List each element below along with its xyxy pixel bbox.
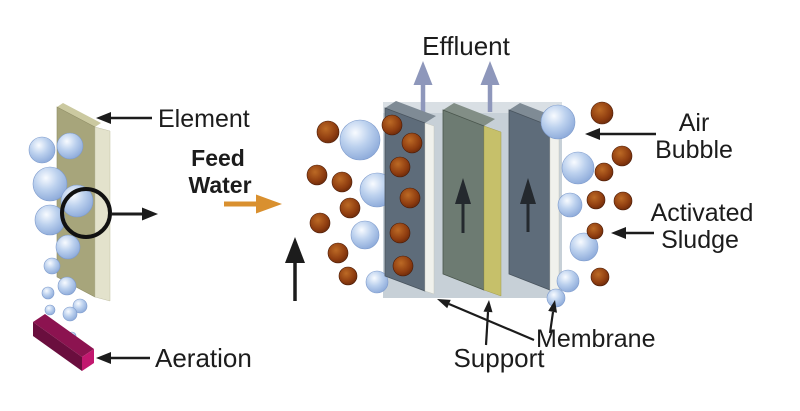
sludge-on-membrane: [381, 114, 423, 277]
mixed-liquor-bubbles: [339, 119, 395, 294]
sludge-particle: [586, 190, 606, 210]
feed-water-label-line2: Water: [188, 172, 251, 198]
air-bubble: [56, 132, 84, 160]
sludge-particle: [594, 162, 614, 182]
element-plate-edge: [94, 126, 111, 302]
right-side-sludge: [586, 101, 633, 287]
air-bubble-label-line1: Air: [679, 109, 710, 137]
mixed-liquor-sludge: [306, 120, 361, 286]
air-bubble: [62, 306, 78, 322]
air-bubble: [57, 276, 77, 296]
effluent-arrow-left: [413, 61, 433, 112]
membrane-strip-left: [424, 122, 435, 295]
upflow-arrow: [285, 237, 305, 301]
air-bubble: [546, 288, 566, 308]
air-bubble: [32, 166, 68, 202]
air-bubble: [556, 269, 580, 293]
element-label-arrow: [96, 112, 152, 124]
activated-sludge-label-arrow: [611, 227, 654, 239]
air-bubble-label-arrow: [585, 128, 656, 140]
air-bubble-label-line2: Bubble: [655, 136, 733, 164]
sludge-particle: [586, 222, 604, 240]
feed-water-label-line1: Feed: [191, 145, 245, 171]
air-bubble: [44, 304, 56, 316]
air-bubble: [540, 104, 576, 140]
air-bubble: [60, 184, 94, 218]
feed-water-arrow: [224, 194, 282, 214]
module-backing-top: [383, 102, 562, 113]
support-strip: [483, 125, 502, 297]
air-bubble: [28, 136, 56, 164]
right-side-bubbles: [540, 104, 599, 308]
air-bubble: [557, 192, 583, 218]
sludge-particle: [316, 120, 340, 144]
membrane-label: Membrane: [536, 325, 656, 353]
sludge-particle: [389, 222, 411, 244]
air-bubble: [561, 151, 595, 185]
panel-flow-arrow-right: [520, 178, 536, 232]
aeration-label: Aeration: [155, 343, 252, 373]
panel-middle-top: [443, 103, 495, 126]
support-label-arrow: [483, 300, 493, 346]
zoom-arrow: [111, 207, 158, 221]
sludge-particle: [331, 171, 353, 193]
membrane-label-arrow-left: [437, 299, 535, 342]
panel-flow-arrow-middle: [455, 178, 471, 233]
air-bubble: [41, 286, 55, 300]
air-bubble: [350, 220, 380, 250]
effluent-label: Effluent: [422, 31, 510, 61]
air-bubble: [43, 257, 61, 275]
sludge-particle: [327, 242, 349, 264]
sludge-particle: [611, 145, 633, 167]
activated-sludge-label-line2: Sludge: [661, 226, 739, 254]
sludge-particle: [389, 156, 411, 178]
sludge-particle: [309, 212, 331, 234]
support-label: Support: [453, 343, 545, 373]
aeration-bar-end: [82, 349, 94, 371]
sludge-particle: [306, 164, 328, 186]
membrane-label-arrow-right: [548, 300, 557, 334]
air-bubble: [55, 234, 81, 260]
sludge-particle: [401, 132, 423, 154]
element-bubbles: [28, 132, 94, 341]
effluent-arrow-right: [480, 61, 500, 112]
aeration-bar-side: [33, 322, 82, 371]
activated-sludge-label-line1: Activated: [651, 199, 754, 227]
air-bubble: [365, 270, 389, 294]
element-overview: [28, 103, 158, 371]
air-bubble: [569, 232, 599, 262]
sludge-particle: [339, 197, 361, 219]
sludge-particle: [338, 266, 358, 286]
sludge-particle: [381, 114, 403, 136]
sludge-particle: [590, 101, 614, 125]
air-bubble: [72, 298, 88, 314]
panel-left-top: [385, 101, 436, 123]
aeration-bar-top: [33, 314, 94, 357]
aeration-label-arrow: [96, 352, 150, 364]
sludge-particle: [613, 191, 633, 211]
sludge-particle: [392, 255, 414, 277]
membrane-strip-right: [549, 125, 560, 294]
air-bubble: [339, 119, 381, 161]
magnifier-circle: [60, 187, 112, 239]
aeration-diffuser: [33, 314, 94, 371]
sludge-particle: [399, 187, 421, 209]
sludge-particle: [590, 267, 610, 287]
membrane-module: [285, 61, 656, 346]
element-plate-top: [57, 103, 101, 127]
element-label: Element: [158, 105, 250, 133]
